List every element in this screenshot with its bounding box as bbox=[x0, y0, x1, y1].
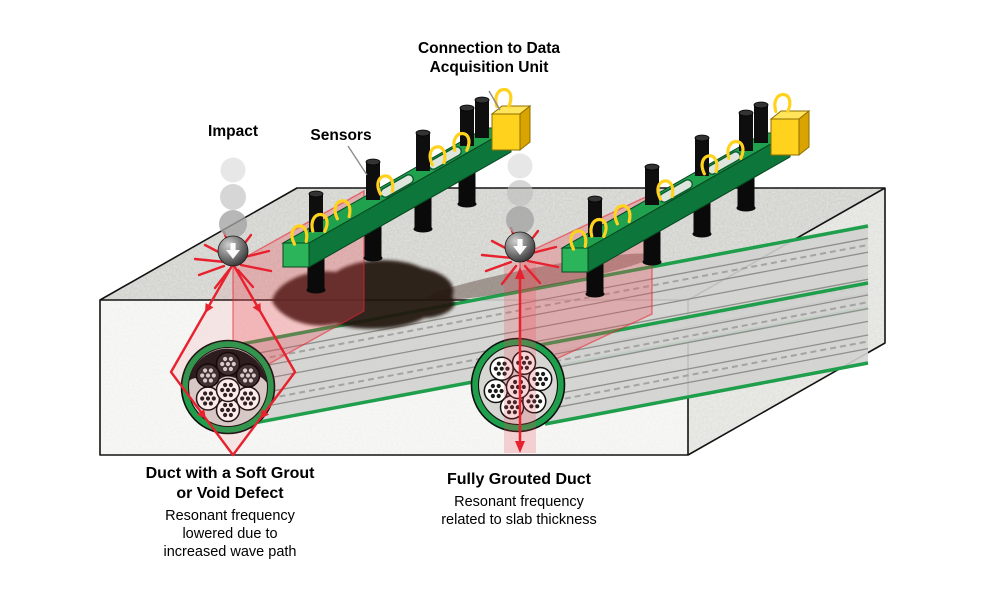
left-duct-cross-section bbox=[180, 339, 276, 435]
impact-ball-left bbox=[217, 157, 249, 267]
daq-connector-box bbox=[490, 87, 532, 152]
daq-connector-box bbox=[769, 92, 811, 157]
bar-end-cap bbox=[282, 242, 310, 268]
sensor-cylinders bbox=[587, 101, 769, 237]
left-wave-path-diamond bbox=[169, 262, 297, 457]
sensors-label: Sensors bbox=[310, 127, 372, 144]
sensors-leader-line bbox=[347, 145, 368, 176]
duct-edge-line bbox=[523, 281, 869, 350]
left-duct-caption-title: Duct with a Soft Grout or Void Defect bbox=[145, 465, 315, 502]
duct-edge-line bbox=[209, 224, 869, 352]
duct-edge-line bbox=[544, 361, 869, 426]
right-scanner-bar bbox=[560, 92, 811, 298]
impact-label: Impact bbox=[208, 123, 258, 140]
left-duct-caption-body: Resonant frequency lowered due to increa… bbox=[163, 508, 297, 560]
right-duct-cross-section bbox=[470, 337, 566, 433]
right-wave-band bbox=[504, 262, 536, 453]
right-duct-caption-body: Resonant frequency related to slab thick… bbox=[441, 494, 597, 528]
bar-end-cap bbox=[561, 247, 589, 273]
right-duct-caption-title: Fully Grouted Duct bbox=[447, 471, 591, 488]
connection-label: Connection to Data Acquisition Unit bbox=[417, 40, 561, 76]
left-scanner-bar bbox=[281, 87, 532, 294]
right-duct-tube bbox=[523, 281, 869, 426]
sensor-cylinders bbox=[308, 96, 490, 232]
connection-leader-line bbox=[488, 90, 501, 111]
